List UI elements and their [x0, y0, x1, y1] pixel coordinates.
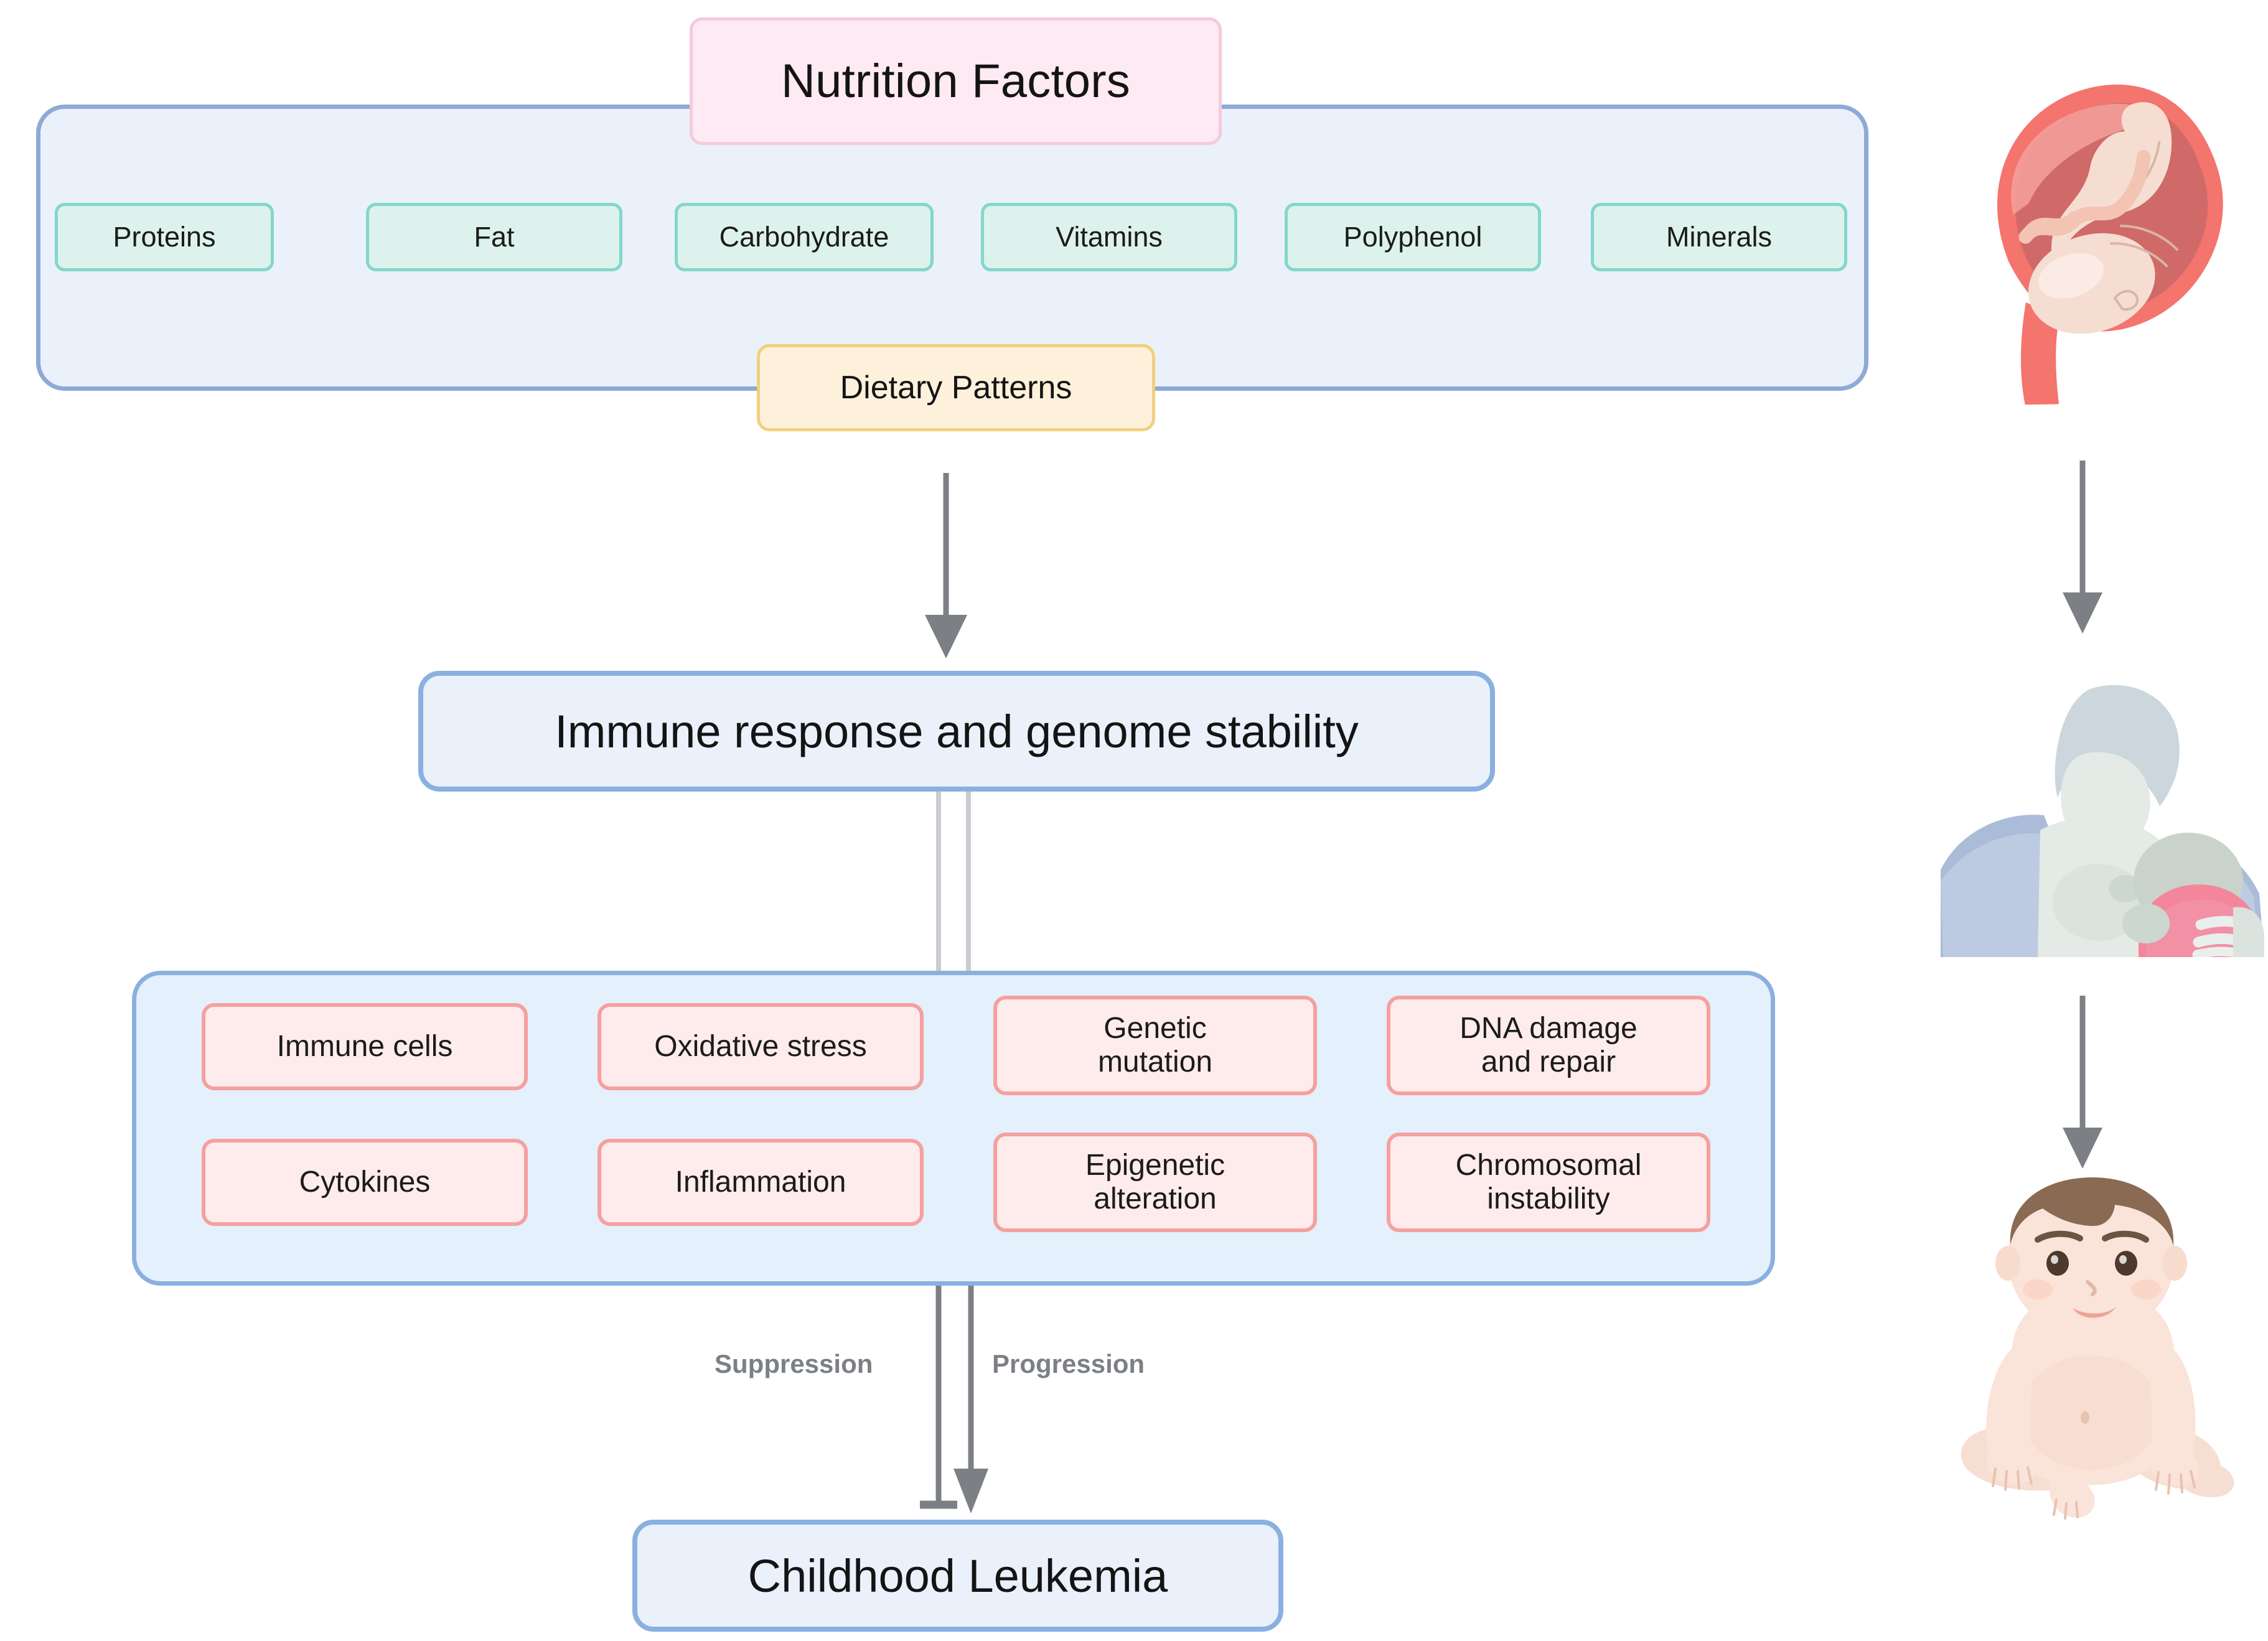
- edge-label-suppression: Suppression: [715, 1349, 873, 1378]
- dietary-patterns-box[interactable]: Dietary Patterns: [757, 344, 1155, 431]
- mechanism-box-epigenetic-alteration[interactable]: Epigenetic alteration: [993, 1133, 1317, 1232]
- breastfeeding-mother-illustration: [1941, 683, 2264, 957]
- nutrient-chip-minerals[interactable]: Minerals: [1591, 203, 1847, 271]
- connector-suppression-and-progression: [915, 1286, 996, 1522]
- mechanism-box-chromosomal-instability[interactable]: Chromosomal instability: [1387, 1133, 1710, 1232]
- mechanism-label-line2: mutation: [1097, 1045, 1213, 1078]
- nutrient-chip-polyphenol[interactable]: Polyphenol: [1285, 203, 1541, 271]
- mechanism-box-oxidative-stress[interactable]: Oxidative stress: [597, 1003, 924, 1090]
- immune-response-box[interactable]: Immune response and genome stability: [418, 671, 1495, 792]
- fetus-in-utero-illustration: [1948, 25, 2259, 405]
- sitting-baby-illustration: [1928, 1176, 2264, 1525]
- mechanism-label-line1: Epigenetic: [1085, 1149, 1225, 1182]
- arrow-mother-to-baby: [2054, 996, 2129, 1170]
- edge-label-progression: Progression: [992, 1349, 1145, 1378]
- nutrient-chip-carbohydrate[interactable]: Carbohydrate: [675, 203, 934, 271]
- mechanism-box-cytokines[interactable]: Cytokines: [202, 1139, 528, 1226]
- mechanism-label-line2: instability: [1487, 1182, 1610, 1215]
- mechanism-box-inflammation[interactable]: Inflammation: [597, 1139, 924, 1226]
- childhood-leukemia-box[interactable]: Childhood Leukemia: [632, 1520, 1283, 1632]
- mechanism-label-line1: Genetic: [1104, 1012, 1207, 1045]
- connector-immune-to-mechanisms: [915, 792, 990, 978]
- mechanism-label-line1: Chromosomal: [1455, 1149, 1642, 1182]
- nutrient-chip-vitamins[interactable]: Vitamins: [981, 203, 1237, 271]
- mechanism-label-line2: alteration: [1094, 1182, 1217, 1215]
- nutrient-chip-proteins[interactable]: Proteins: [55, 203, 274, 271]
- mechanism-label-line1: DNA damage: [1460, 1012, 1638, 1045]
- mechanism-label-line2: and repair: [1481, 1045, 1616, 1078]
- arrow-dietary-to-immune: [909, 473, 983, 660]
- arrow-fetus-to-mother: [2054, 461, 2129, 635]
- mechanism-box-dna-damage-and-repair[interactable]: DNA damage and repair: [1387, 996, 1710, 1095]
- page-title: Nutrition Factors: [690, 17, 1222, 145]
- mechanism-box-immune-cells[interactable]: Immune cells: [202, 1003, 528, 1090]
- nutrient-chip-fat[interactable]: Fat: [366, 203, 622, 271]
- mechanism-box-genetic-mutation[interactable]: Genetic mutation: [993, 996, 1317, 1095]
